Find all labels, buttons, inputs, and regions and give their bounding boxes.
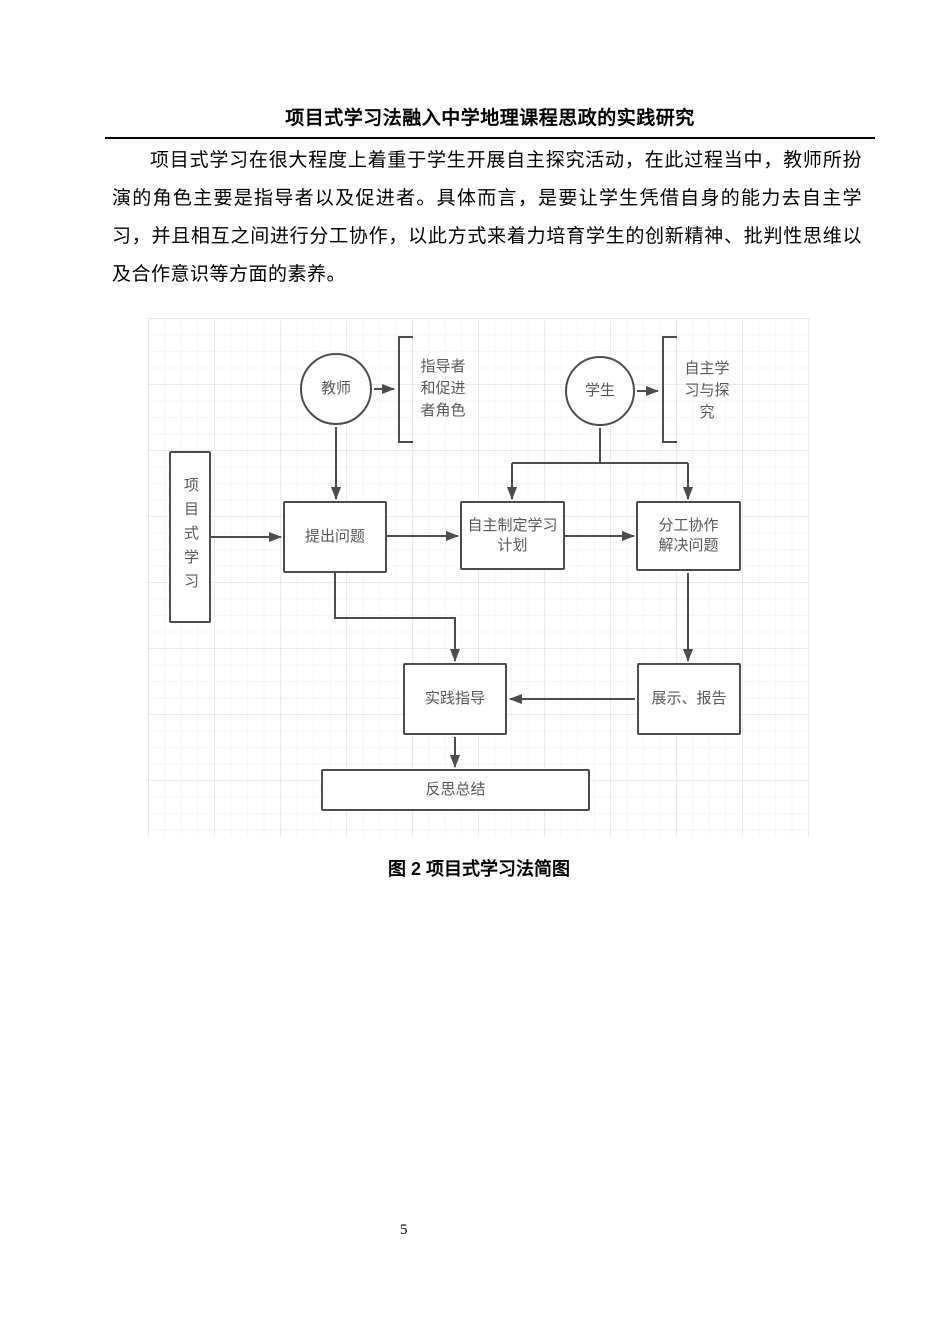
body-paragraph: 项目式学习在很大程度上着重于学生开展自主探究活动，在此过程当中，教师所扮演的角色… [112, 150, 862, 285]
line-student-split [512, 428, 688, 464]
figure-flowchart: 教师 学生 指导者 和促进 者角色 自主学 习与探 究 项目式学习 提出问题 自… [148, 318, 810, 836]
header-divider [105, 137, 875, 139]
figure-caption: 图 2 项目式学习法简图 [387, 859, 570, 879]
node-project-based-learning: 项目式学习 [169, 451, 211, 623]
arrow-raise-to-practice [334, 573, 460, 662]
paper-header-title: 项目式学习法融入中学地理课程思政的实践研究 [285, 108, 695, 129]
node-reflect-summary: 反思总结 [321, 769, 590, 811]
node-student: 学生 [565, 356, 635, 426]
page-number: 5 [400, 1222, 408, 1238]
node-present-report: 展示、报告 [637, 663, 741, 735]
node-collaborate-solve: 分工协作 解决问题 [636, 501, 741, 571]
flowchart-connectors [211, 336, 693, 768]
label-student-role: 自主学 习与探 究 [684, 360, 730, 421]
node-teacher: 教师 [300, 353, 372, 425]
student-role-bracket [662, 336, 677, 443]
label-teacher-role: 指导者 和促进 者角色 [420, 358, 466, 419]
node-raise-question: 提出问题 [283, 501, 387, 573]
node-make-study-plan: 自主制定学习 计划 [460, 501, 565, 570]
teacher-role-bracket [398, 336, 413, 443]
node-practice-guidance: 实践指导 [403, 663, 507, 735]
